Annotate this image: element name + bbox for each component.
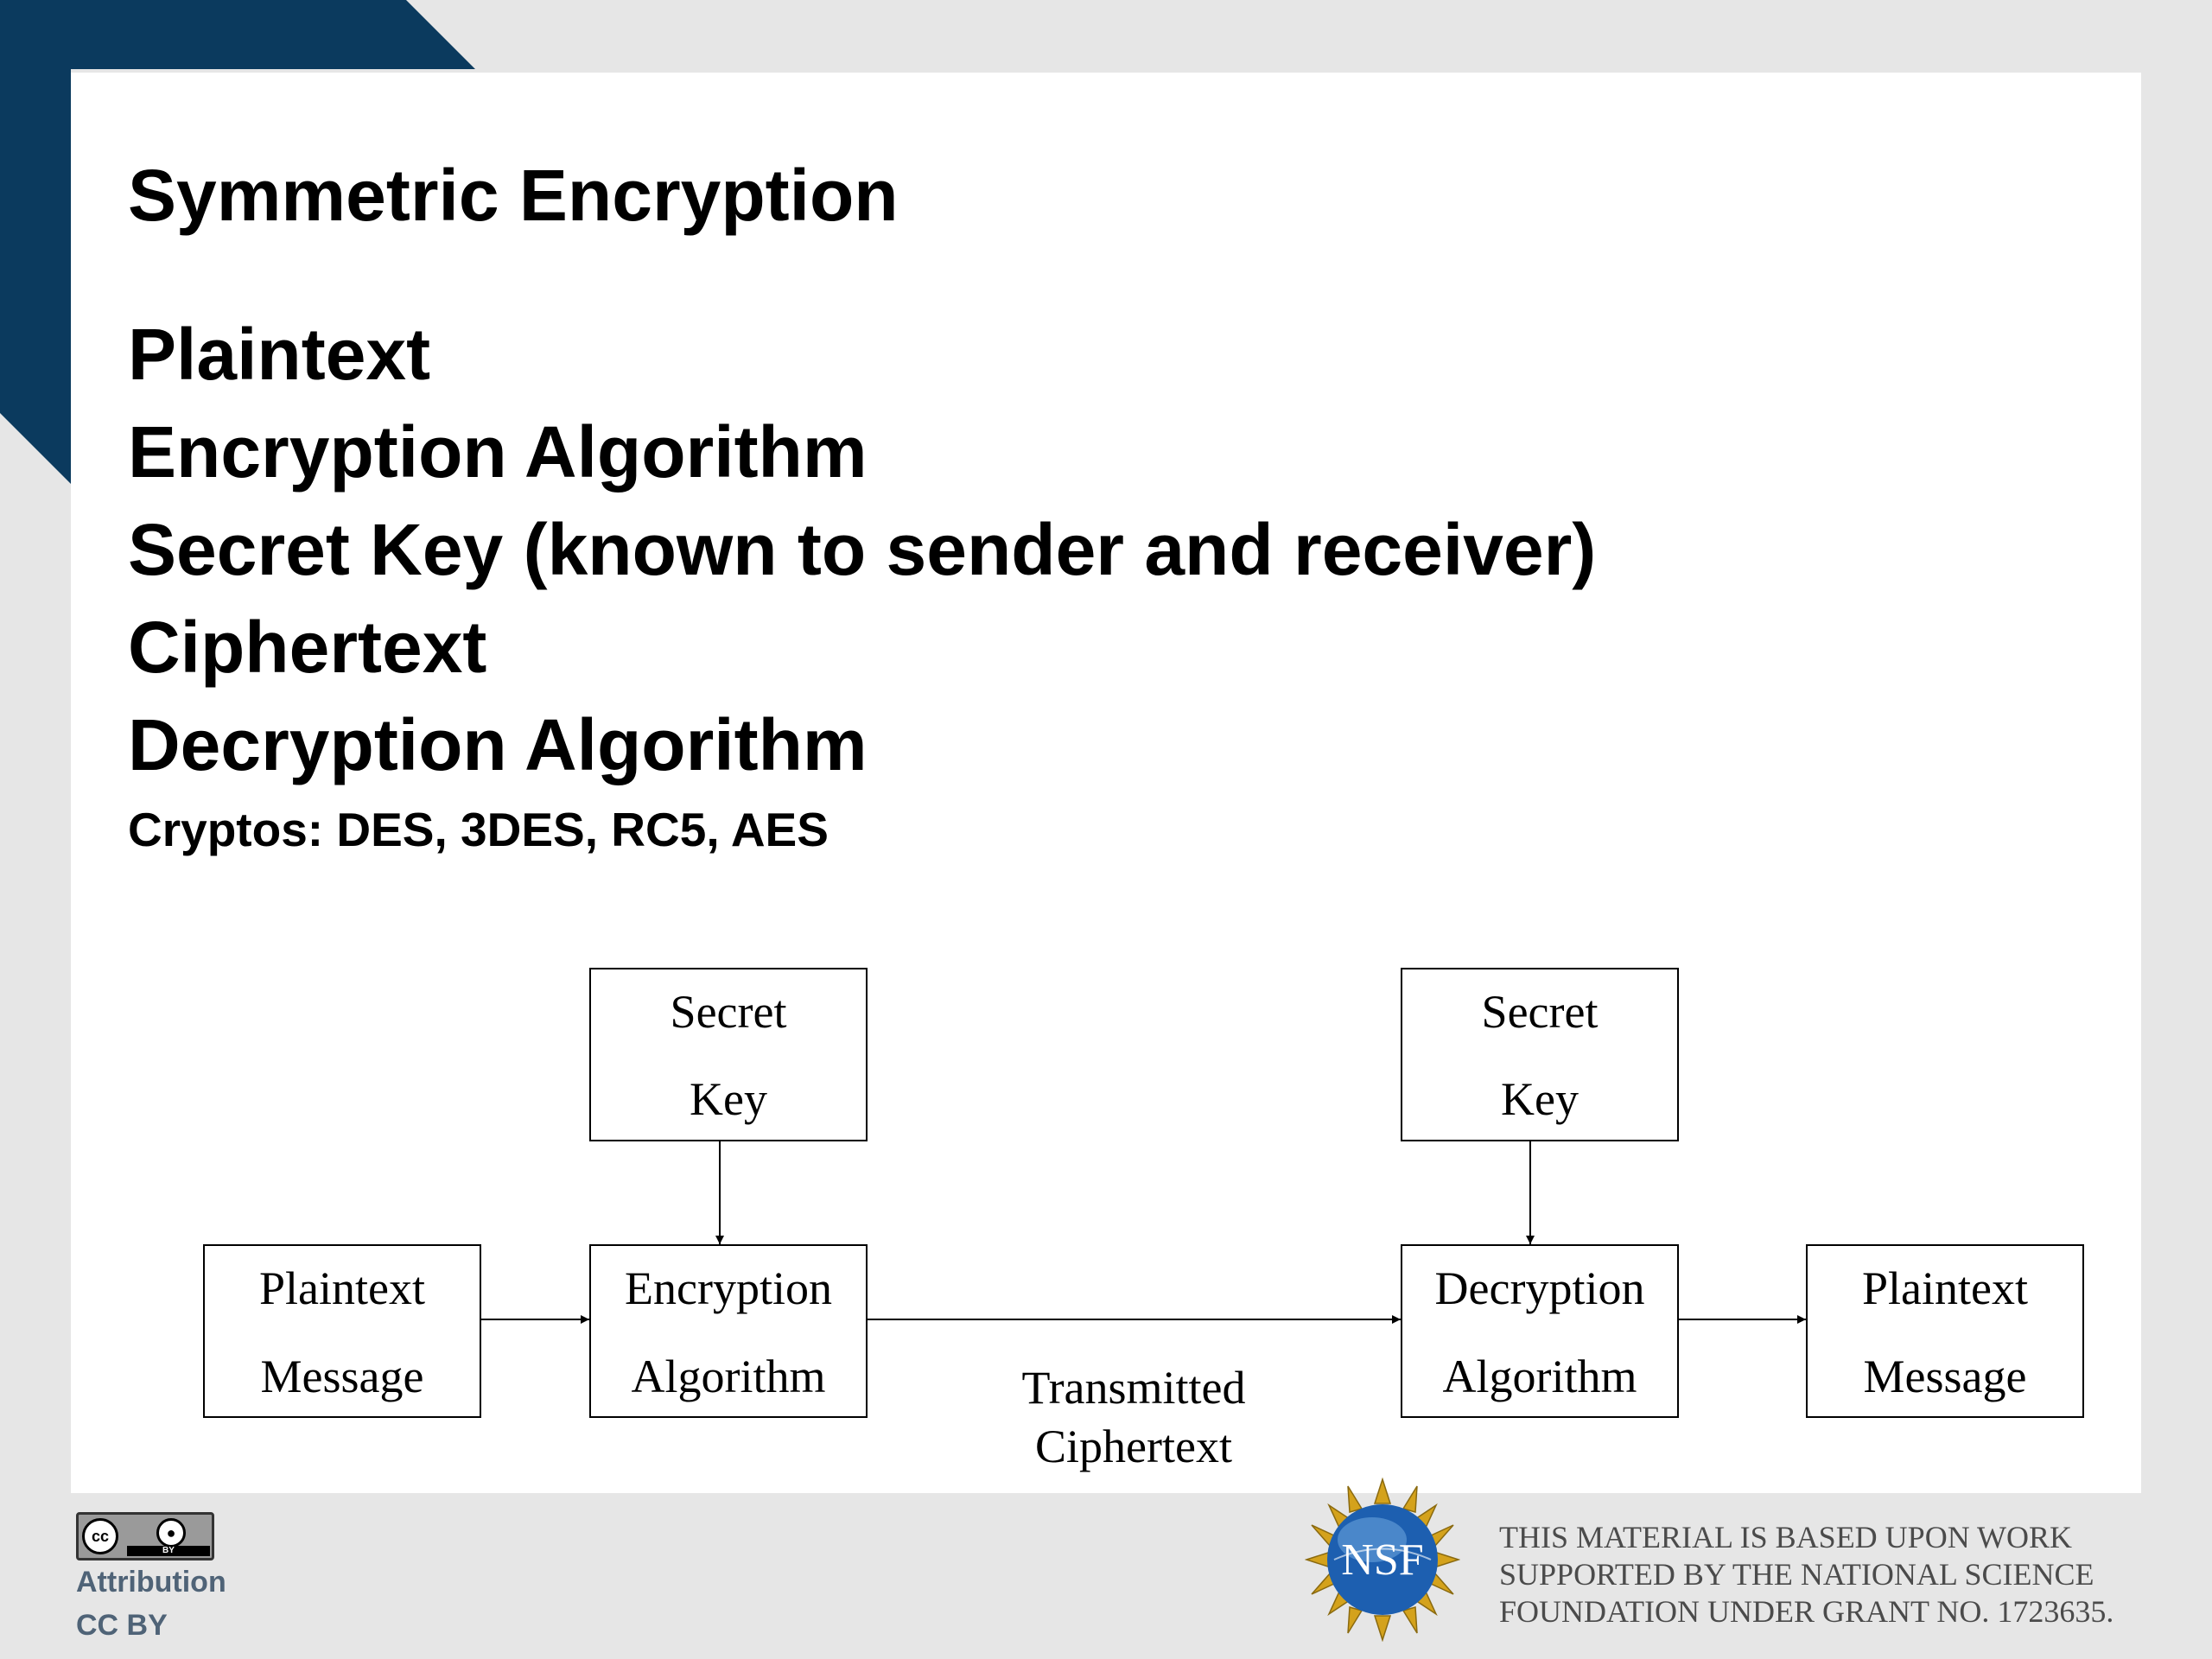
encryption-line1: Encryption: [625, 1262, 832, 1314]
secret-key-box-enc: [589, 968, 868, 1141]
nsf-statement-line2: SUPPORTED BY THE NATIONAL SCIENCE: [1499, 1557, 2094, 1592]
nsf-statement-line1: THIS MATERIAL IS BASED UPON WORK: [1499, 1520, 2073, 1554]
plaintext-input-box: [203, 1244, 481, 1418]
plaintext-out-line1: Plaintext: [1862, 1262, 2028, 1314]
cc-license-icon[interactable]: cc ● BY: [76, 1512, 214, 1560]
bullet-secret-key: Secret Key (known to sender and receiver…: [128, 509, 1597, 590]
encryption-algorithm-box: [589, 1244, 868, 1418]
decryption-line2: Algorithm: [1443, 1351, 1637, 1402]
secret-key-box-dec: [1401, 968, 1679, 1141]
nsf-statement-line3: FOUNDATION UNDER GRANT NO. 1723635.: [1499, 1594, 2114, 1629]
decryption-algorithm-box: [1401, 1244, 1679, 1418]
transmitted-line1: Transmitted: [1021, 1362, 1245, 1414]
license-block: cc ● BY Attribution CC BY: [76, 1512, 226, 1647]
by-label: BY: [127, 1546, 210, 1556]
secret-key-enc-line2: Key: [690, 1073, 767, 1125]
bullet-list: Plaintext Encryption Algorithm Secret Ke…: [128, 306, 1596, 794]
secret-key-dec-line1: Secret: [1482, 986, 1599, 1038]
bullet-decryption-algorithm: Decryption Algorithm: [128, 704, 868, 785]
secret-key-dec-line2: Key: [1501, 1073, 1579, 1125]
bullet-ciphertext: Ciphertext: [128, 607, 487, 688]
plaintext-in-line2: Message: [261, 1351, 424, 1402]
decryption-line1: Decryption: [1435, 1262, 1645, 1314]
nsf-logo-icon: NSF: [1305, 1478, 1460, 1642]
slide-title: Symmetric Encryption: [128, 155, 899, 236]
nsf-logo-text: NSF: [1341, 1535, 1423, 1585]
plaintext-output-box: [1806, 1244, 2084, 1418]
bullet-encryption-algorithm: Encryption Algorithm: [128, 411, 868, 493]
secret-key-enc-line1: Secret: [671, 986, 787, 1038]
nsf-grant-statement: THIS MATERIAL IS BASED UPON WORK SUPPORT…: [1499, 1519, 2113, 1630]
bullet-plaintext: Plaintext: [128, 314, 431, 395]
license-line-ccby: CC BY: [76, 1609, 168, 1642]
plaintext-out-line2: Message: [1864, 1351, 2027, 1402]
plaintext-in-line1: Plaintext: [259, 1262, 425, 1314]
encryption-line2: Algorithm: [632, 1351, 826, 1402]
license-line-attribution: Attribution: [76, 1566, 226, 1599]
cryptos-line: Cryptos: DES, 3DES, RC5, AES: [128, 803, 829, 856]
cc-symbol: cc: [82, 1518, 118, 1554]
transmitted-line2: Ciphertext: [1035, 1421, 1232, 1472]
by-person-icon: ●: [156, 1518, 186, 1548]
